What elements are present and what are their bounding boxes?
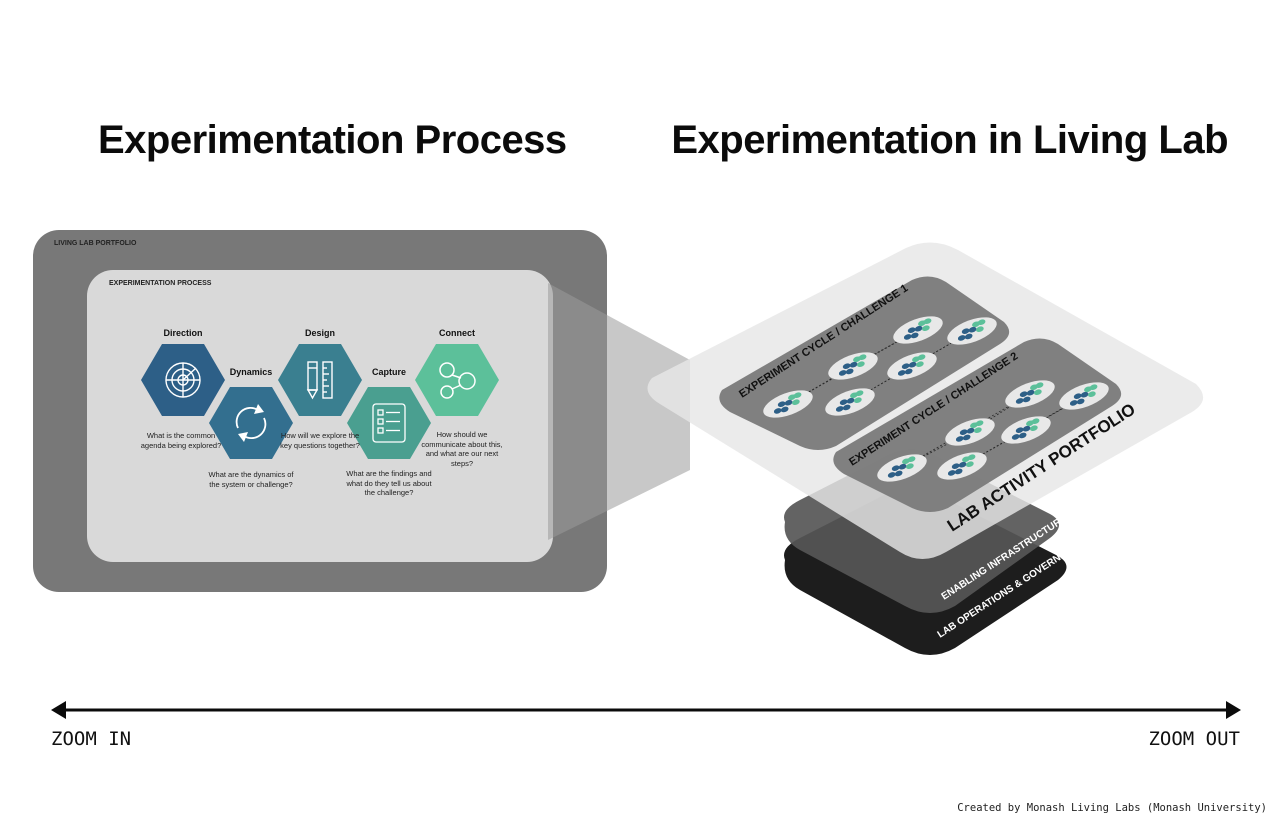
pencil-ruler-icon xyxy=(306,361,333,400)
experiment-pod xyxy=(945,418,995,446)
step-title-direction: Direction xyxy=(163,328,203,338)
zoom-out-label: ZOOM OUT xyxy=(1148,728,1240,750)
experiment-pod xyxy=(763,390,813,418)
experiment-pod xyxy=(1005,380,1055,408)
left-title: Experimentation Process xyxy=(98,118,567,162)
right-title: Experimentation in Living Lab xyxy=(671,118,1228,162)
hex-design xyxy=(278,344,362,416)
experiment-pod xyxy=(887,352,937,380)
credit-text: Created by Monash Living Labs (Monash Un… xyxy=(957,802,1267,814)
experiment-pod xyxy=(937,452,987,480)
step-desc-dynamics: What are the dynamics of the system or c… xyxy=(208,470,294,489)
experiment-pod xyxy=(1059,382,1109,410)
zoom-in-label: ZOOM IN xyxy=(51,728,132,750)
step-title-design: Design xyxy=(304,328,335,338)
step-desc-connect: How should we communicate about this, an… xyxy=(421,430,503,468)
cycle-arrows-icon xyxy=(235,404,267,442)
network-nodes-icon xyxy=(439,362,476,399)
radar-icon xyxy=(165,362,201,398)
step-title-capture: Capture xyxy=(371,367,406,377)
experiment-pod xyxy=(828,352,878,380)
step-title-connect: Connect xyxy=(439,328,475,338)
experiment-pod xyxy=(825,388,875,416)
process-label: EXPERIMENTATION PROCESS xyxy=(109,280,212,287)
zoom-connector xyxy=(548,283,690,540)
experiment-pod xyxy=(1001,416,1051,444)
step-desc-capture: What are the findings and what do they t… xyxy=(346,469,432,497)
arrow-left-icon xyxy=(51,701,66,719)
hex-capture xyxy=(347,387,431,459)
step-desc-direction: What is the common agenda being explored… xyxy=(140,431,222,450)
step-desc-design: How will we explore the key questions to… xyxy=(280,431,360,450)
experiment-pod xyxy=(877,454,927,482)
portfolio-label: LIVING LAB PORTFOLIO xyxy=(54,240,137,247)
hex-dynamics xyxy=(209,387,293,459)
hex-connect xyxy=(415,344,499,416)
experiment-pod xyxy=(947,317,997,345)
arrow-right-icon xyxy=(1226,701,1241,719)
checklist-icon xyxy=(372,403,406,443)
step-title-dynamics: Dynamics xyxy=(229,367,273,377)
experiment-pod xyxy=(893,316,943,344)
